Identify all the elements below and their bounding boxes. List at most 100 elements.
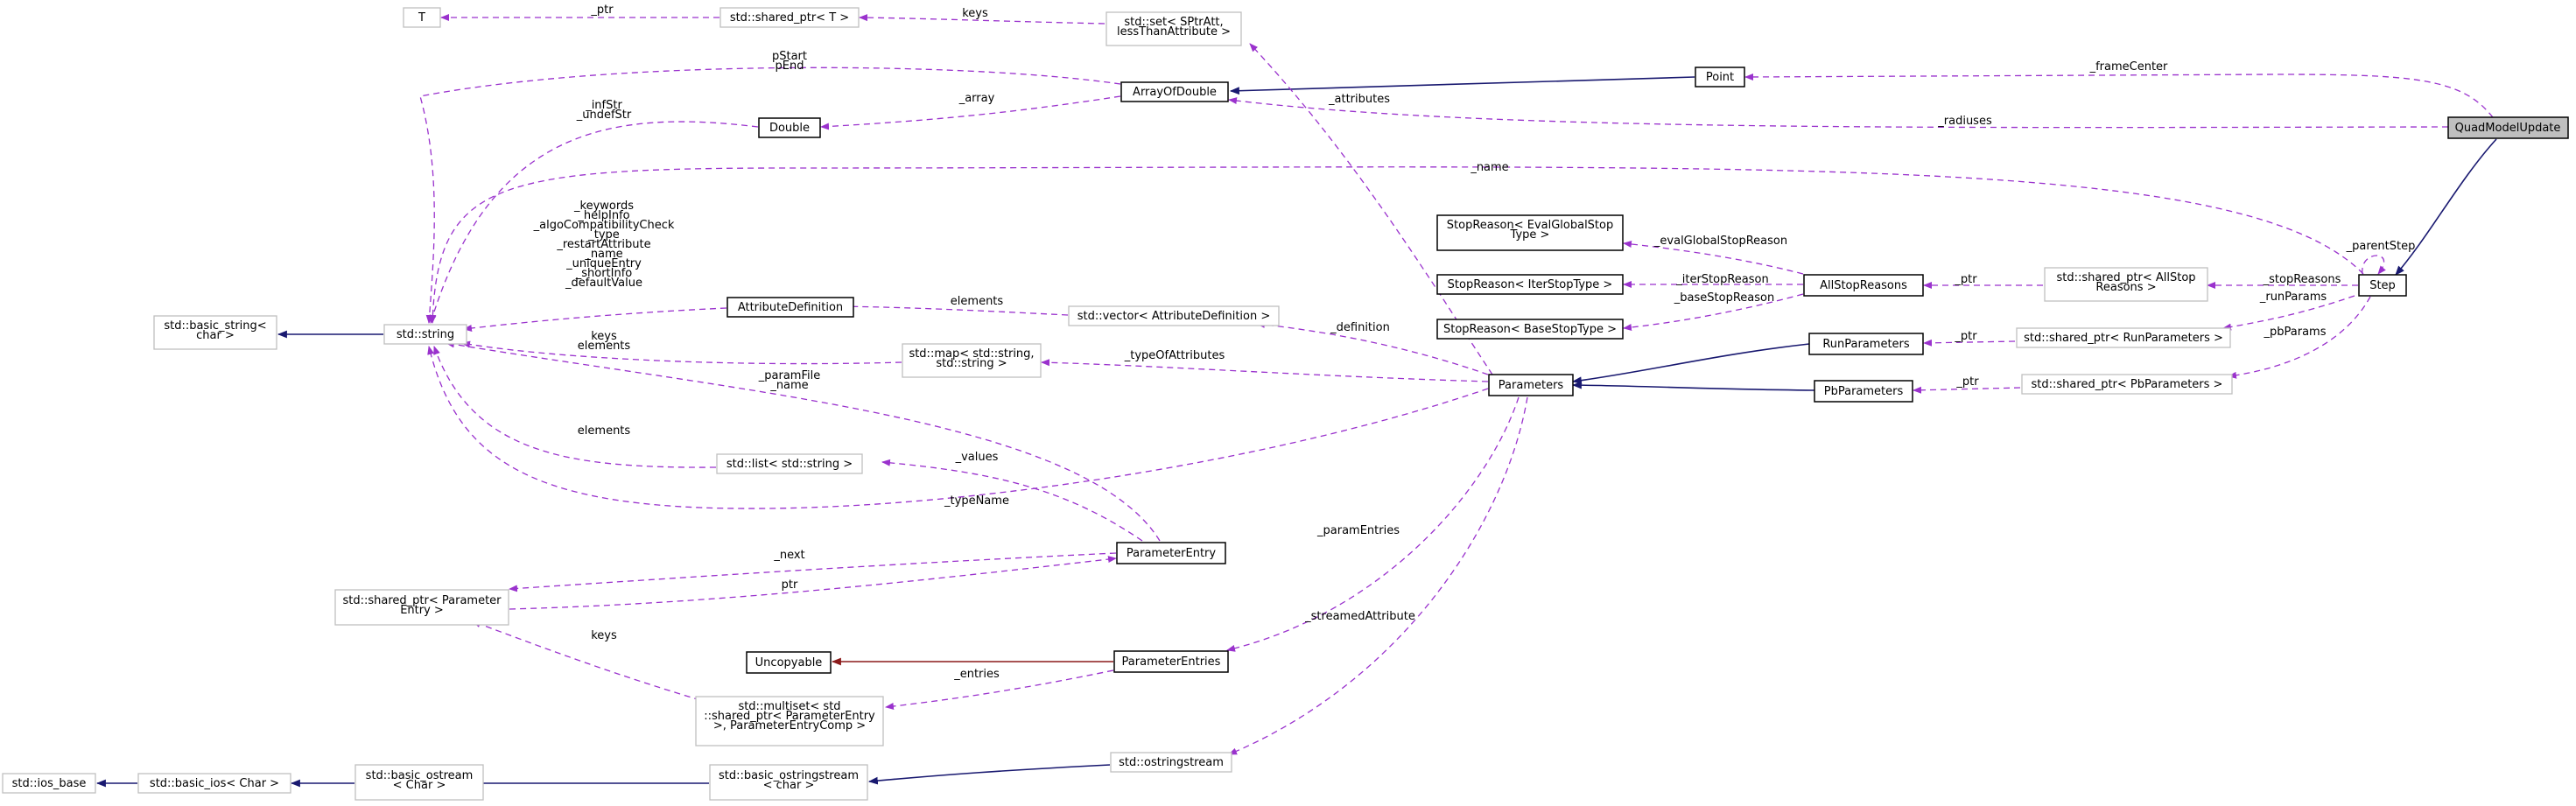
text-line: std::shared_ptr< RunParameters > [2024, 332, 2223, 345]
text-line: _pbParams [2264, 326, 2327, 339]
svg-text:std::shared_ptr< PbParameters: std::shared_ptr< PbParameters > [2032, 378, 2223, 391]
svg-text:Step: Step [2369, 279, 2396, 292]
text-line: _array [958, 92, 995, 105]
node-parameterentries[interactable]: ParameterEntries [1113, 650, 1229, 673]
text-line: AllStopReasons [1820, 279, 1907, 292]
node-list-string[interactable]: std::list< std::string > [716, 453, 863, 474]
svg-text:std::basic_ostream< Char >: std::basic_ostream< Char > [366, 769, 474, 792]
text-line: std::multiset< std [738, 700, 840, 713]
edge-label-keys-multiset: keys [591, 629, 617, 642]
text-line: Uncopyable [755, 656, 823, 669]
text-line: _iterStopReason [1675, 273, 1769, 286]
edge-label-streamed: _streamedAttribute [1304, 610, 1415, 623]
text-line: _name [584, 248, 622, 261]
node-shared-ptr-runparams[interactable]: std::shared_ptr< RunParameters > [2016, 327, 2231, 348]
text-line: _definition [1330, 321, 1390, 334]
text-line: T [418, 11, 425, 25]
svg-text:Double: Double [769, 122, 810, 135]
text-line: _name [1470, 161, 1508, 174]
text-line: ptr [782, 578, 798, 592]
node-map-string[interactable]: std::map< std::string,std::string > [902, 343, 1042, 378]
text-line: std::list< std::string > [726, 458, 853, 471]
text-line: std::shared_ptr< PbParameters > [2032, 378, 2223, 391]
svg-text:T: T [418, 11, 425, 25]
edge-vector-to-attributedefinition [836, 303, 1069, 316]
text-line: std::set< SPtrAtt, [1124, 16, 1223, 29]
edge-label-typeofattributes: _typeOfAttributes [1124, 349, 1225, 362]
node-multiset[interactable]: std::multiset< std::shared_ptr< Paramete… [695, 696, 884, 746]
node-stopreason-iterstop[interactable]: StopReason< IterStopType > [1436, 274, 1624, 295]
svg-text:std::multiset< std::shared_ptr: std::multiset< std::shared_ptr< Paramete… [704, 700, 875, 732]
svg-text:std::basic_ostringstream< char: std::basic_ostringstream< char > [719, 769, 859, 792]
node-vector-attrdef[interactable]: std::vector< AttributeDefinition > [1068, 305, 1280, 326]
edge-label-paramfile: _paramFile_name [758, 369, 820, 392]
text-line: char > [196, 329, 235, 342]
text-line: elements [578, 424, 631, 438]
text-line: std::shared_ptr< T > [730, 11, 849, 25]
text-line: pStart [772, 50, 807, 63]
text-line: _undefStr [576, 109, 632, 122]
node-attributedefinition[interactable]: AttributeDefinition [726, 297, 854, 318]
node-point[interactable]: Point [1695, 67, 1745, 88]
edge-double-to-string [429, 121, 759, 324]
node-allstopreasons[interactable]: AllStopReasons [1803, 274, 1924, 297]
edge-label-array: _array [958, 92, 995, 105]
node-step[interactable]: Step [2358, 274, 2407, 297]
text-line: std::ios_base [12, 777, 87, 790]
node-runparameters[interactable]: RunParameters [1808, 333, 1924, 355]
svg-text:std::list< std::string >: std::list< std::string > [726, 458, 853, 471]
node-set-sptratt[interactable]: std::set< SPtrAtt,lessThanAttribute > [1106, 11, 1242, 46]
node-ostringstream[interactable]: std::ostringstream [1110, 752, 1232, 773]
edge-allstopreasons-to-evalglobal [1623, 240, 1804, 275]
svg-text:Parameters: Parameters [1499, 379, 1564, 392]
svg-text:Uncopyable: Uncopyable [755, 656, 823, 669]
svg-text:std::ostringstream: std::ostringstream [1119, 756, 1224, 769]
node-shared-ptr-t[interactable]: std::shared_ptr< T > [719, 7, 860, 28]
text-line: AttributeDefinition [738, 301, 843, 314]
svg-text:ArrayOfDouble: ArrayOfDouble [1133, 86, 1217, 99]
node-quadmodelupdate[interactable]: QuadModelUpdate [2447, 116, 2569, 139]
edge-attributedefinition-to-string [463, 307, 727, 332]
node-basic-string-char[interactable]: std::basic_string<char > [153, 315, 277, 350]
node-basic-ostream[interactable]: std::basic_ostream< Char > [354, 764, 484, 801]
node-double[interactable]: Double [758, 117, 821, 138]
edge-pbparameters-inherits-parameters [1571, 381, 1815, 391]
node-ios-base[interactable]: std::ios_base [2, 773, 96, 794]
node-arrayofdouble[interactable]: ArrayOfDouble [1120, 81, 1229, 102]
text-line: elements [578, 340, 631, 353]
node-basic-ostringstream[interactable]: std::basic_ostringstream< char > [709, 764, 868, 801]
node-basic-ios[interactable]: std::basic_ios< Char > [137, 773, 291, 794]
edge-label-attributes: _attributes [1328, 93, 1390, 106]
edge-label-name-step: _name [1470, 161, 1508, 174]
text-line: Point [1706, 71, 1734, 84]
edge-label-ptr-run: _ptr [1954, 330, 1977, 343]
text-line: _typeOfAttributes [1124, 349, 1225, 362]
text-line: _evalGlobalStopReason [1653, 235, 1787, 248]
diagram-edges [95, 14, 2500, 788]
edge-parameters-to-parameterentries [1226, 396, 1520, 652]
edge-label-entries: _entries [953, 668, 1000, 681]
text-line: std::string > [936, 357, 1007, 370]
node-t[interactable]: T [403, 7, 441, 28]
text-line: _ptr [1954, 273, 1977, 286]
node-parameters[interactable]: Parameters [1488, 374, 1574, 396]
edge-label-next: _next [773, 549, 804, 562]
diagram-nodes: T std::shared_ptr< T > std::set< SPtrAtt… [2, 7, 2569, 801]
edge-label-attr-strings: _keywords_helpInfo_algoCompatibilityChec… [533, 200, 675, 290]
text-line: _ptr [1955, 375, 1979, 389]
node-pbparameters[interactable]: PbParameters [1814, 380, 1913, 403]
svg-text:ParameterEntry: ParameterEntry [1127, 547, 1217, 560]
node-parameterentry[interactable]: ParameterEntry [1116, 542, 1226, 564]
node-uncopyable[interactable]: Uncopyable [746, 651, 832, 674]
text-line: StopReason< BaseStopType > [1443, 323, 1617, 336]
text-line: _algoCompatibilityCheck [533, 219, 675, 232]
node-stopreason-basestop[interactable]: StopReason< BaseStopType > [1436, 319, 1624, 340]
text-line: _radiuses [1937, 115, 1992, 128]
node-shared-ptr-pbparams[interactable]: std::shared_ptr< PbParameters > [2021, 374, 2233, 395]
text-line: std::shared_ptr< AllStop [2056, 271, 2195, 284]
node-std-string[interactable]: std::string [383, 324, 467, 345]
